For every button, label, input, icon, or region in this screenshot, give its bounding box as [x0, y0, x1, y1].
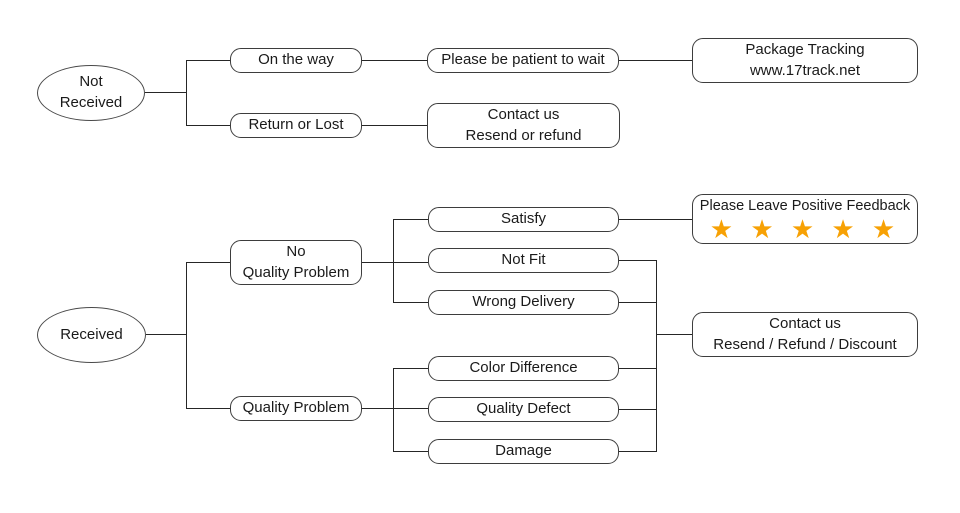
connector-line — [186, 262, 230, 264]
connector-line — [393, 219, 395, 303]
connector-line — [145, 92, 187, 94]
connector-line — [619, 409, 657, 411]
connector-line — [393, 451, 428, 453]
connector-line — [362, 60, 427, 62]
node-package-tracking: Package Tracking www.17track.net — [692, 38, 918, 83]
node-received: Received — [37, 307, 146, 363]
connector-line — [619, 60, 692, 62]
node-contact-discount: Contact us Resend / Refund / Discount — [692, 312, 918, 357]
node-satisfy: Satisfy — [428, 207, 619, 232]
connector-line — [656, 334, 693, 336]
connector-line — [186, 60, 188, 126]
node-please-be-patient: Please be patient to wait — [427, 48, 619, 73]
connector-line — [619, 368, 657, 370]
connector-line — [393, 368, 395, 452]
connector-line — [393, 219, 428, 221]
node-contact-resend-refund: Contact us Resend or refund — [427, 103, 620, 148]
node-return-or-lost: Return or Lost — [230, 113, 362, 138]
connector-line — [393, 302, 428, 304]
node-quality-problem: Quality Problem — [230, 396, 362, 421]
node-positive-feedback: Please Leave Positive Feedback ★ ★ ★ ★ ★ — [692, 194, 918, 244]
node-on-the-way: On the way — [230, 48, 362, 73]
node-wrong-delivery: Wrong Delivery — [428, 290, 619, 315]
connector-line — [146, 334, 187, 336]
feedback-label: Please Leave Positive Feedback — [699, 197, 911, 214]
node-damage: Damage — [428, 439, 619, 464]
connector-line — [619, 219, 692, 221]
connector-line — [362, 125, 427, 127]
node-quality-defect: Quality Defect — [428, 397, 619, 422]
connector-line — [186, 262, 188, 409]
connector-line — [619, 451, 657, 453]
connector-line — [362, 408, 428, 410]
connector-line — [619, 260, 657, 262]
star-rating-icons: ★ ★ ★ ★ ★ — [709, 214, 901, 245]
connector-line — [186, 408, 230, 410]
connector-line — [186, 125, 230, 127]
node-no-quality-problem: No Quality Problem — [230, 240, 362, 285]
node-color-difference: Color Difference — [428, 356, 619, 381]
connector-line — [186, 60, 230, 62]
node-not-fit: Not Fit — [428, 248, 619, 273]
connector-line — [393, 368, 428, 370]
connector-line — [656, 260, 658, 452]
connector-line — [362, 262, 428, 264]
node-not-received: Not Received — [37, 65, 145, 121]
connector-line — [619, 302, 657, 304]
